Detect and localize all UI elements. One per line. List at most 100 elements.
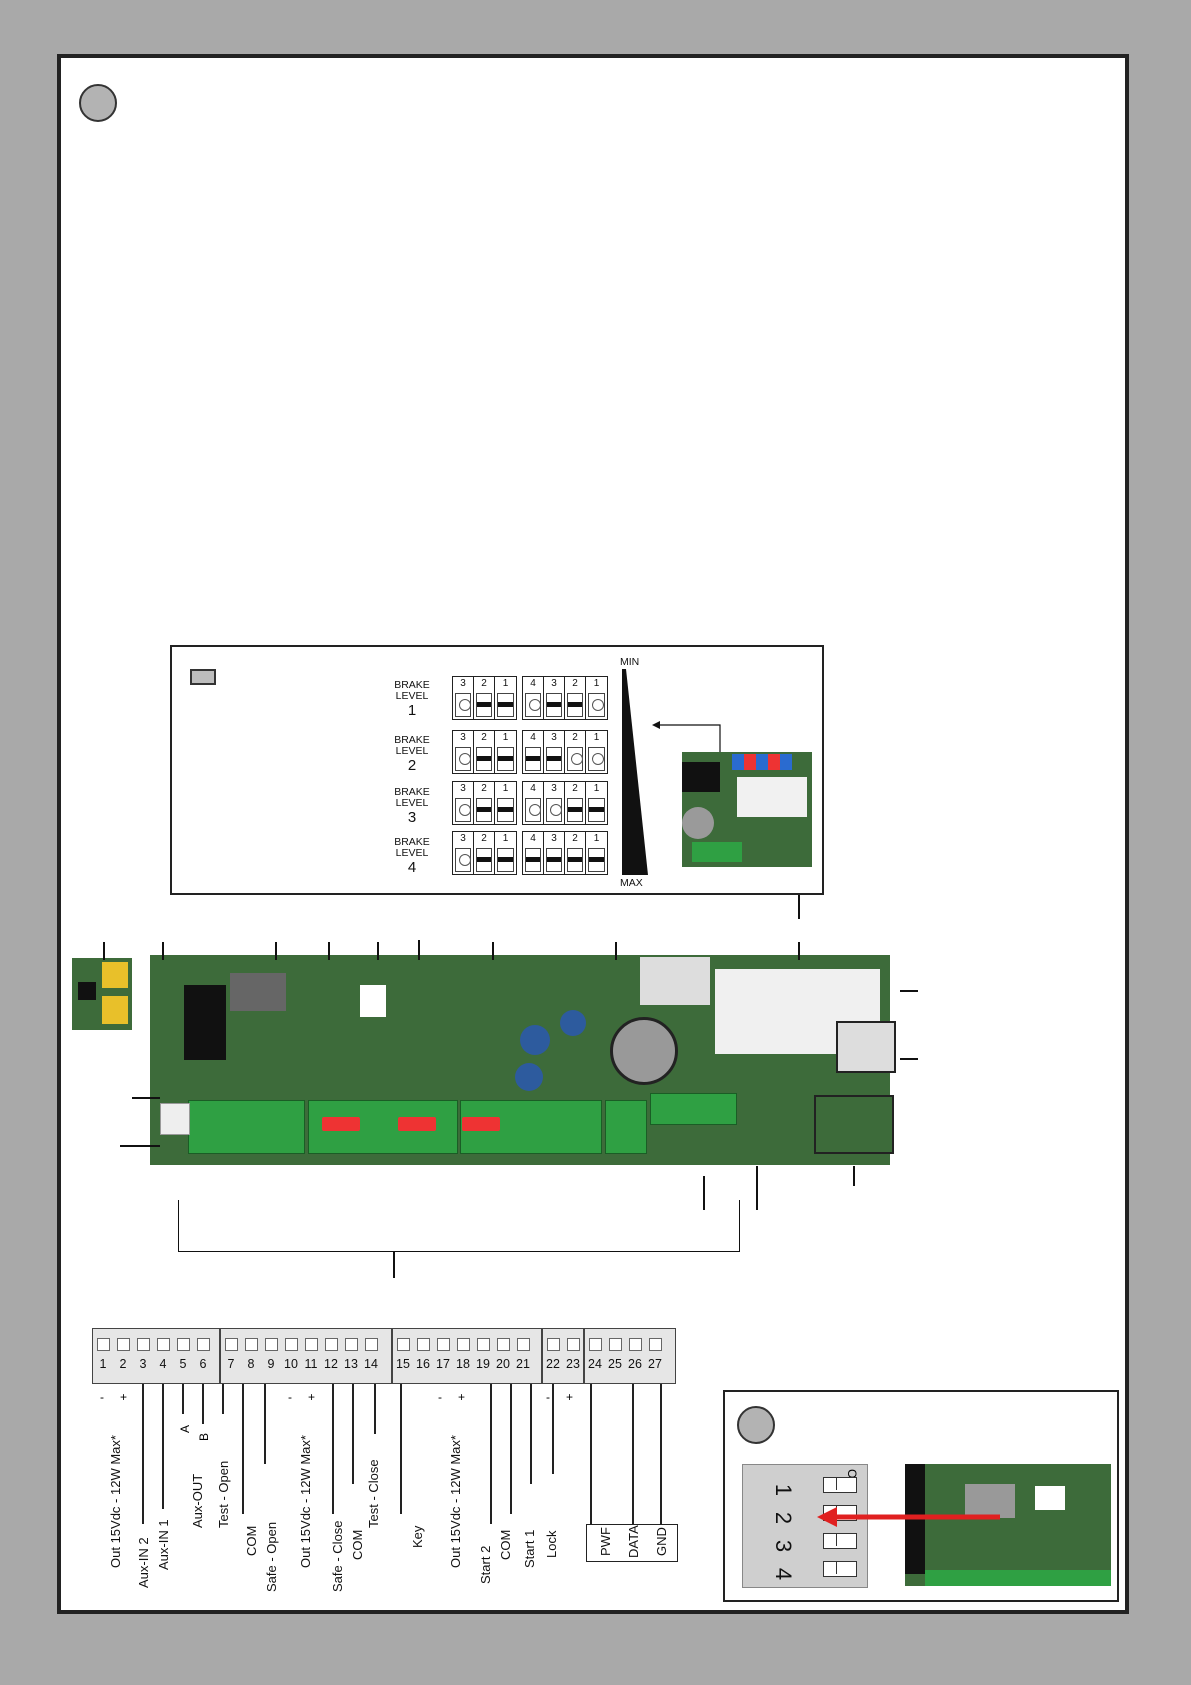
- dip-number-2: 2: [771, 1511, 797, 1525]
- aux-module-1: [836, 1021, 896, 1073]
- label-data: DATA: [626, 1525, 641, 1558]
- white-connector: [160, 1103, 190, 1135]
- left-ic-module: [72, 958, 132, 1030]
- wire-7: [222, 1384, 224, 1414]
- label-com-1: COM: [244, 1525, 259, 1556]
- brake-scale-wedge: [622, 669, 648, 875]
- wire-14: [374, 1384, 376, 1434]
- wire-9: [264, 1384, 266, 1464]
- label-lock: Lock: [544, 1530, 559, 1558]
- callout-line-6: [418, 940, 420, 960]
- label-start-2: Start 2: [478, 1545, 493, 1584]
- brake-pointer-arrow: [652, 721, 721, 757]
- callout-line-7: [492, 942, 494, 960]
- terminal-strip-4: [605, 1100, 647, 1154]
- label-safe-open: Safe - Open: [264, 1521, 279, 1592]
- capacitor-blue-3: [515, 1063, 543, 1091]
- polarity-minus-3: -: [438, 1390, 442, 1404]
- board-dip-switch: [360, 985, 386, 1017]
- label-pwf: PWF: [598, 1527, 613, 1556]
- label-out-15vdc-3: Out 15Vdc - 12W Max*: [448, 1435, 463, 1568]
- scale-min-label: MIN: [620, 656, 640, 668]
- wire-12: [332, 1384, 334, 1514]
- wire-4: [162, 1384, 164, 1509]
- callout-line-4: [328, 942, 330, 960]
- capacitor-blue-2: [560, 1010, 586, 1036]
- black-connector: [184, 985, 226, 1060]
- wire-26: [632, 1384, 634, 1524]
- callout-line-left-1: [132, 1097, 160, 1099]
- label-com-3: COM: [498, 1529, 513, 1560]
- label-safe-close: Safe - Close: [330, 1520, 345, 1592]
- brake-level-2-dip-a: 3 2 1: [452, 730, 517, 774]
- red-jumper-2: [398, 1117, 436, 1131]
- programming-dip-panel: ON 1 2 3 4: [723, 1390, 1119, 1602]
- polarity-plus-3: +: [458, 1390, 466, 1404]
- wire-21: [530, 1384, 532, 1484]
- brake-level-1-dip-b: 4 3 2 1: [522, 676, 608, 720]
- red-arrow-icon: [817, 1507, 1000, 1527]
- brake-level-3-dip-a: 3 2 1: [452, 781, 517, 825]
- terminal-group-4: 22 23: [542, 1328, 584, 1384]
- callout-line-3: [275, 942, 277, 960]
- wire-22: [552, 1384, 554, 1474]
- dip-switch-1: [823, 1477, 857, 1493]
- red-jumper-1: [322, 1117, 360, 1131]
- wire-19: [490, 1384, 492, 1524]
- red-jumper-3: [462, 1117, 500, 1131]
- terminal-group-3: 15 16 17 18 19 20 21: [392, 1328, 542, 1384]
- label-aux-in-1: Aux-IN 1: [156, 1519, 171, 1570]
- callout-line-left-2: [120, 1145, 160, 1147]
- dip-number-3: 3: [771, 1539, 797, 1553]
- wire-13: [352, 1384, 354, 1484]
- polarity-minus-4: -: [546, 1390, 550, 1404]
- polarity-minus-1: -: [100, 1390, 104, 1404]
- terminal-group-5: 24 25 26 27: [584, 1328, 676, 1384]
- polarity-plus-1: +: [120, 1390, 128, 1404]
- pwf-data-gnd-box: [586, 1524, 678, 1562]
- board-closeup-photo: [905, 1464, 1111, 1586]
- callout-line-bottom-2: [756, 1166, 758, 1210]
- polarity-plus-4: +: [566, 1390, 574, 1404]
- wire-5: [182, 1384, 184, 1414]
- terminal-group-2: 7 8 9 10 11 12 13 14: [220, 1328, 392, 1384]
- callout-line-right-1: [900, 990, 918, 992]
- callout-line-1: [103, 942, 105, 960]
- terminal-strip-1: [188, 1100, 305, 1154]
- callout-line-8: [615, 942, 617, 960]
- callout-line-right-2: [900, 1058, 918, 1060]
- brake-level-2-dip-b: 4 3 2 1: [522, 730, 608, 774]
- label-key: Key: [410, 1525, 425, 1548]
- label-start-1: Start 1: [522, 1529, 537, 1568]
- section-badge-bottom: [737, 1406, 775, 1444]
- dip-switch-3: [823, 1533, 857, 1549]
- wire-15: [400, 1384, 402, 1514]
- label-gnd: GND: [654, 1527, 669, 1556]
- capacitor-large: [610, 1017, 678, 1085]
- relay-labelled: [640, 957, 710, 1005]
- control-board-photo: [150, 955, 896, 1165]
- dip-number-1: 1: [771, 1483, 797, 1497]
- label-com-2: COM: [350, 1529, 365, 1560]
- brake-level-1-dip-a: 3 2 1: [452, 676, 517, 720]
- callout-line-5: [377, 942, 379, 960]
- label-out-15vdc-2: Out 15Vdc - 12W Max*: [298, 1435, 313, 1568]
- wire-3: [142, 1384, 144, 1524]
- aux-module-2: [814, 1095, 894, 1154]
- wire-20: [510, 1384, 512, 1514]
- wire-28: [660, 1384, 662, 1524]
- terminal-bracket-tick: [393, 1252, 395, 1278]
- callout-line-2: [162, 942, 164, 960]
- brake-level-3-dip-b: 4 3 2 1: [522, 781, 608, 825]
- brake-connector-line: [798, 895, 800, 919]
- seven-segment-display: [230, 973, 286, 1011]
- terminal-group-1: 1 2 3 4 5 6: [92, 1328, 220, 1384]
- dip-number-4: 4: [771, 1567, 797, 1581]
- dip-switch-4: [823, 1561, 857, 1577]
- terminal-bracket: [178, 1200, 740, 1252]
